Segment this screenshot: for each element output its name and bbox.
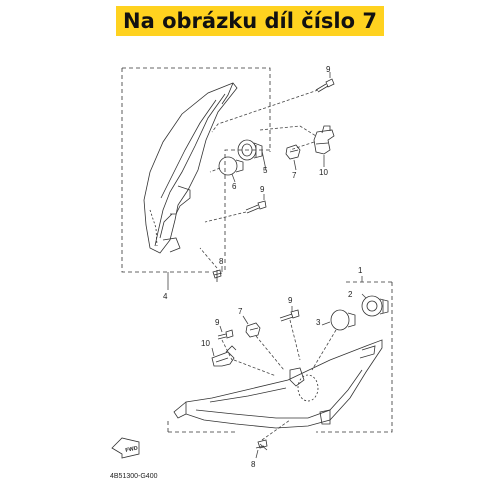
callout-8-upper: 8 <box>219 257 224 266</box>
callout-6-upper: 6 <box>232 182 237 191</box>
diagram-code: 4B51300-G400 <box>110 473 158 480</box>
callout-7-upper: 7 <box>292 171 297 180</box>
callout-9-mid: 9 <box>260 185 265 194</box>
callout-8-lower: 8 <box>251 460 256 469</box>
assembly-4-dashed-frame-lower <box>121 68 210 273</box>
fwd-label: FWD <box>125 445 139 453</box>
callout-3: 3 <box>316 318 321 327</box>
screw-9-lower-b <box>217 329 234 340</box>
screw-9-top <box>315 78 335 93</box>
callout-9-top: 9 <box>326 65 331 74</box>
bulb-3 <box>330 309 356 331</box>
callout-4: 4 <box>163 292 168 301</box>
connector-10-upper <box>313 125 335 155</box>
screw-9-lower-a <box>279 309 300 322</box>
socket-5 <box>237 139 263 161</box>
callout-5-upper: 5 <box>263 166 268 175</box>
screw-9-mid <box>245 200 267 214</box>
callout-10-lower: 10 <box>201 339 210 348</box>
callout-2: 2 <box>348 290 353 299</box>
screw-8-upper <box>212 269 223 282</box>
lower-lamp-housing <box>173 339 383 429</box>
callout-9-lower-b: 9 <box>215 318 220 327</box>
assembly-4-dashed-frame <box>122 67 271 152</box>
callout-7-lower: 7 <box>238 307 243 316</box>
callout-1: 1 <box>358 266 363 275</box>
fwd-arrow-icon <box>111 437 140 459</box>
title-banner: Na obrázku díl číslo 7 <box>116 6 384 36</box>
socket-2 <box>361 295 389 317</box>
clip-7-upper <box>285 144 301 160</box>
bulb-6 <box>218 156 244 176</box>
callout-10-upper: 10 <box>319 168 328 177</box>
page-title: Na obrázku díl číslo 7 <box>123 9 377 33</box>
callout-9-lower-a: 9 <box>288 296 293 305</box>
upper-lamp-housing <box>143 82 238 254</box>
screw-8-lower <box>255 439 268 451</box>
connector-10-lower <box>211 345 237 367</box>
assembly-1-dashed-frame <box>316 282 393 433</box>
clip-7-lower <box>245 322 261 338</box>
